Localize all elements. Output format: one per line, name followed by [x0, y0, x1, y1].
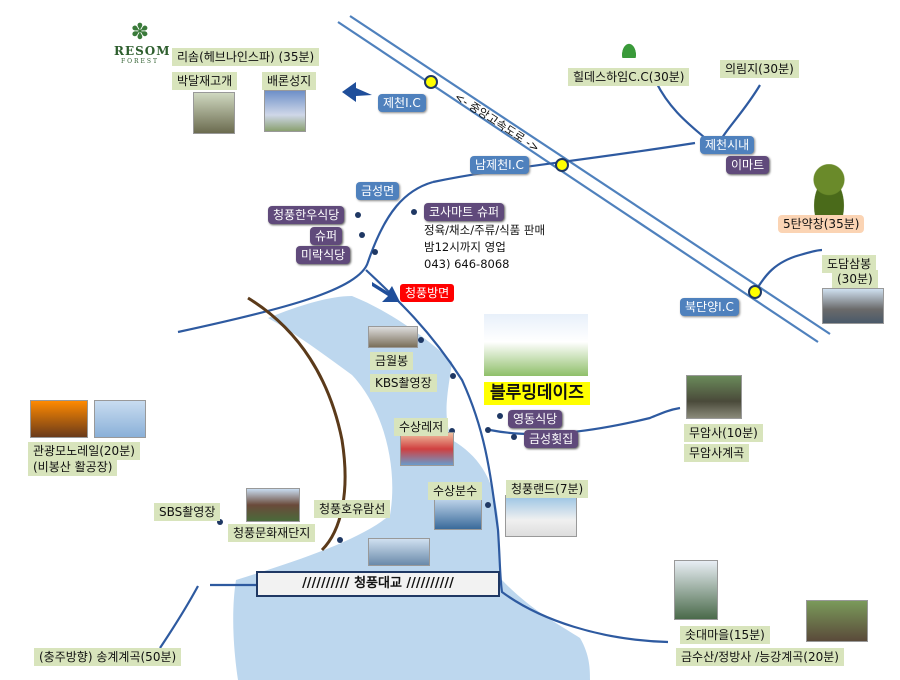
label-water-leisure: 수상레저: [394, 418, 449, 436]
photo-ferry: [368, 538, 430, 566]
trail-path: [247, 296, 347, 552]
label-baeron: 배론성지: [262, 72, 317, 90]
label-muam: 무암사(10분): [684, 424, 763, 442]
cheongpung-bridge: ////////// 청풍대교 //////////: [256, 571, 500, 597]
label-ferry: 청풍호유람선: [314, 500, 391, 518]
label-songgye: (충주방향) 송계계곡(50분): [34, 648, 182, 666]
kosa-info: 정육/채소/주류/식품 판매 밤12시까지 영업 043) 646-8068: [424, 223, 546, 271]
label-yeongdong: 영동식당: [508, 410, 563, 428]
photo-fountain: [434, 496, 482, 530]
photo-muam: [686, 375, 742, 419]
label-bukdanyang-ic: 북단양I.C: [680, 298, 739, 316]
photo-blooming-days: [484, 314, 588, 376]
label-kbs: KBS촬영장: [370, 374, 437, 392]
label-namjecheon-ic: 남제천I.C: [470, 156, 529, 174]
flag-icon: [617, 36, 641, 58]
photo-bakdal: [193, 92, 235, 134]
label-geumseong: 금성면: [356, 182, 400, 200]
photo-paraglide: [94, 400, 146, 438]
label-monorail: 관광모노레일(20분): [28, 442, 140, 460]
photo-water-leisure: [400, 432, 454, 466]
photo-geumsusan: [806, 600, 868, 642]
label-cheongpung-direction: 청풍방면: [400, 284, 455, 302]
label-geumwol: 금월봉: [370, 352, 414, 370]
photo-monorail: [30, 400, 88, 438]
label-sbs: SBS촬영장: [154, 503, 221, 521]
label-bakdal: 박달재고개: [172, 72, 238, 90]
label-super: 슈퍼: [310, 227, 343, 245]
photo-heritage: [246, 488, 300, 522]
label-dodam: 도담삼봉: [822, 255, 877, 273]
label-mirak: 미락식당: [296, 246, 351, 264]
label-jecheon-city: 제천시내: [700, 136, 755, 154]
arrow-to-cheongpung: [372, 282, 400, 302]
leaf-icon: ✽: [130, 20, 150, 45]
highway-road: [337, 15, 831, 343]
label-hill-cc: 힐데스하임C.C(30분): [568, 68, 690, 86]
label-sotdae: 솟대마을(15분): [680, 626, 770, 644]
photo-geumwol: [368, 326, 418, 348]
label-cheongpung-land: 청풍랜드(7분): [506, 480, 589, 498]
resom-logo: ✽ RESOM FOREST: [114, 20, 171, 66]
photo-cheongpung-land: [505, 495, 577, 537]
label-geumsusan: 금수산/정방사 /능강계곡(20분): [676, 648, 844, 666]
label-emart: 이마트: [726, 156, 770, 174]
label-muam-valley: 무암사계곡: [684, 444, 750, 462]
label-resom: 리솜(헤브나인스파) (35분): [172, 48, 320, 66]
label-hanwoo: 청풍한우식당: [268, 206, 345, 224]
label-otan: 5탄약창(35분): [778, 215, 865, 233]
photo-baeron: [264, 90, 306, 132]
ic-markers: [424, 75, 762, 299]
label-fountain: 수상분수: [428, 482, 483, 500]
label-dodam-time: (30분): [832, 270, 878, 288]
label-blooming-days: 블루밍데이즈: [484, 382, 590, 405]
label-jecheon-ic: 제천I.C: [378, 94, 426, 112]
place-dots: [217, 209, 517, 543]
label-uirimji: 의림지(30분): [720, 60, 799, 78]
photo-dodam: [822, 288, 884, 324]
arrow-to-jecheon-ic: [342, 82, 372, 102]
label-paragliding: (비봉산 활공장): [28, 458, 118, 476]
label-geumseong-sushi: 금성횟집: [524, 430, 579, 448]
label-heritage: 청풍문화재단지: [228, 524, 316, 542]
photo-sotdae: [674, 560, 718, 620]
label-kosa: 코사마트 슈퍼: [424, 203, 505, 221]
soldier-icon: [806, 164, 852, 216]
